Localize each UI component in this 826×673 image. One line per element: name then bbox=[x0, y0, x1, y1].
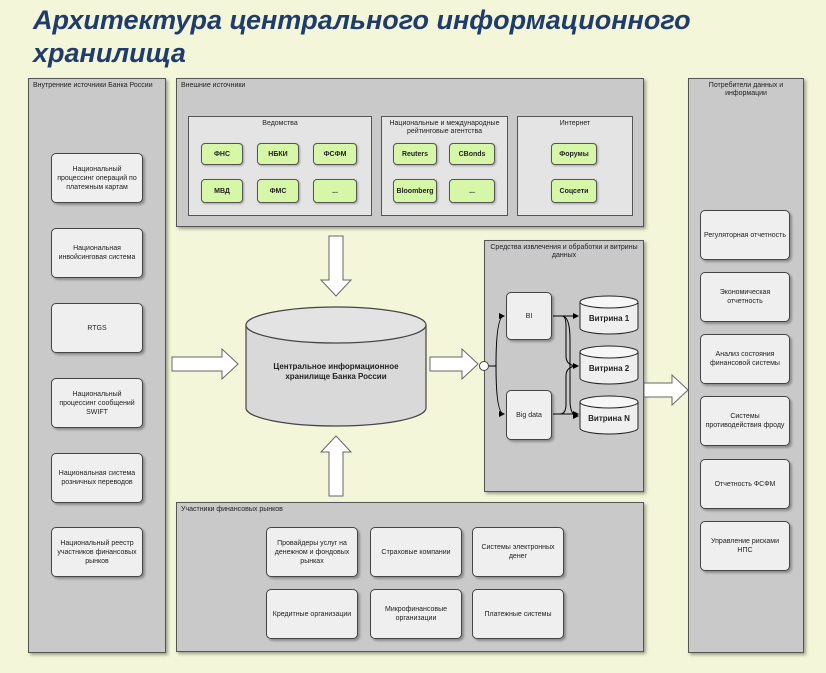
agencies-label: Ведомства bbox=[262, 120, 298, 127]
mart-1-label: Витрина 1 bbox=[588, 314, 630, 323]
tools-label: Средства извлечения и обработки и витрин… bbox=[490, 244, 638, 259]
bigdata-box: Big data bbox=[506, 390, 552, 440]
rating-reuters: Reuters bbox=[393, 143, 437, 165]
internal-source-retail-transfers: Национальная система розничных переводов bbox=[51, 453, 143, 503]
agency-fms: ФМС bbox=[257, 179, 299, 203]
internal-source-swift: Национальный процессинг сообщений SWIFT bbox=[51, 378, 143, 428]
page-title: Архитектура центрального информационного… bbox=[33, 5, 691, 68]
arrow-external-down bbox=[319, 235, 353, 297]
bi-box: BI bbox=[506, 292, 552, 340]
mart-cylinder-1 bbox=[579, 295, 639, 335]
consumer-regulatory: Регуляторная отчетность bbox=[700, 210, 790, 260]
internal-sources-label: Внутренние источники Банка России bbox=[33, 82, 153, 89]
participant-microfinance: Микрофинансовые организации bbox=[370, 589, 462, 639]
internal-source-card-processing: Национальный процессинг операций по плат… bbox=[51, 153, 143, 203]
internal-source-rtgs: RTGS bbox=[51, 303, 143, 353]
rating-cbonds: CBonds bbox=[449, 143, 495, 165]
agency-more: ... bbox=[313, 179, 357, 203]
mart-cylinder-n bbox=[579, 395, 639, 435]
arrow-participants-up bbox=[319, 435, 353, 497]
rating-bloomberg: Bloomberg bbox=[393, 179, 437, 203]
consumers-label: Потребители данных и информации bbox=[708, 82, 784, 97]
connector-to-bi bbox=[489, 313, 505, 367]
agency-nbki: НБКИ bbox=[257, 143, 299, 165]
consumer-risk-nps: Управление рисками НПС bbox=[700, 521, 790, 571]
consumer-economic: Экономическая отчетность bbox=[700, 272, 790, 322]
internal-source-registry: Национальный реестр участников финансовы… bbox=[51, 527, 143, 577]
connector-bigdata-mart2 bbox=[553, 365, 579, 415]
participant-credit: Кредитные организации bbox=[266, 589, 358, 639]
consumer-fraud: Системы противодействия фроду bbox=[700, 396, 790, 446]
connector-to-bigdata bbox=[489, 365, 505, 417]
internet-forums: Форумы bbox=[551, 143, 597, 165]
participants-label: Участники финансовых рынков bbox=[181, 506, 283, 513]
storage-cylinder bbox=[245, 306, 427, 427]
internal-source-invoicing: Национальная инвойсинговая система bbox=[51, 228, 143, 278]
consumer-fsfm: Отчетность ФСФМ bbox=[700, 459, 790, 509]
agency-fsfm: ФСФМ bbox=[313, 143, 357, 165]
rating-more: ... bbox=[449, 179, 495, 203]
ratings-label: Национальные и международные рейтинговые… bbox=[389, 120, 500, 135]
mart-n-label: Витрина N bbox=[588, 414, 630, 423]
junction-circle bbox=[479, 361, 489, 371]
external-sources-label: Внешние источники bbox=[181, 82, 246, 89]
agency-fns: ФНС bbox=[201, 143, 243, 165]
arrow-internal-right bbox=[171, 347, 239, 381]
participant-providers: Провайдеры услуг на денежном и фондовых … bbox=[266, 527, 358, 577]
internet-label: Интернет bbox=[559, 120, 591, 127]
consumer-analysis: Анализ состояния финансовой системы bbox=[700, 334, 790, 384]
participant-emoney: Системы электронных денег bbox=[472, 527, 564, 577]
connector-bi-mart2 bbox=[553, 315, 579, 369]
storage-label: Центральное информационное хранилище Бан… bbox=[273, 362, 399, 381]
participant-payment-systems: Платежные системы bbox=[472, 589, 564, 639]
mart-cylinder-2 bbox=[579, 345, 639, 385]
arrow-tools-to-consumers bbox=[643, 373, 689, 407]
internet-social: Соцсети bbox=[551, 179, 597, 203]
agency-mvd: МВД bbox=[201, 179, 243, 203]
participant-insurance: Страховые компании bbox=[370, 527, 462, 577]
mart-2-label: Витрина 2 bbox=[588, 364, 630, 373]
arrow-storage-to-tools bbox=[429, 347, 479, 381]
